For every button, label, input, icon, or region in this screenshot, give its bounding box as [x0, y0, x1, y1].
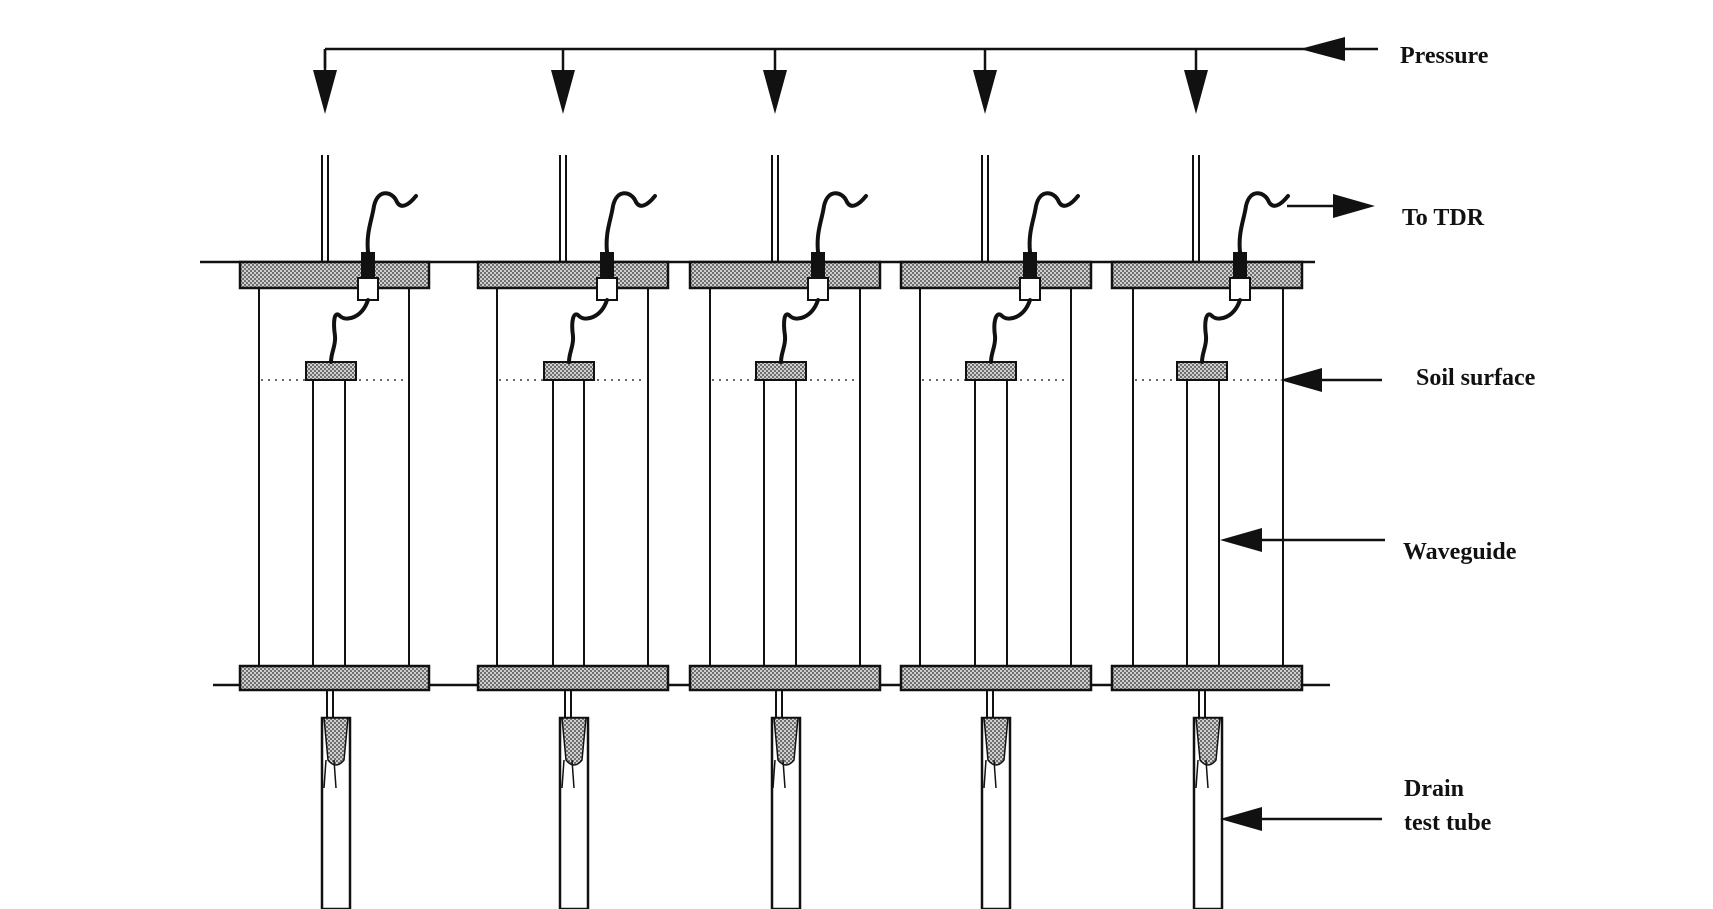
pressure-arrowhead: [973, 70, 997, 114]
pressure-arrowhead: [1184, 70, 1208, 114]
waveguide-head-plate: [965, 361, 1017, 381]
soil-surface-arrowhead: [1280, 368, 1322, 392]
top-cap: [476, 260, 670, 290]
cable-connector: [811, 252, 825, 278]
top-cap: [238, 260, 431, 290]
internal-cable: [989, 298, 1032, 364]
pressure-label: Pressure: [1400, 43, 1489, 69]
waveguide-head-plate: [543, 361, 595, 381]
drip-line: [983, 759, 987, 789]
soil-column-3: [688, 49, 882, 909]
waveguide-label: Waveguide: [1403, 539, 1517, 565]
tdr-cable: [1237, 191, 1290, 254]
cable-gland: [1229, 277, 1251, 301]
pressure-manifold: [323, 47, 1378, 68]
test-tube-stopper: [773, 717, 799, 766]
drip-line: [772, 759, 776, 789]
internal-cable: [1200, 298, 1242, 364]
bottom-cap: [1110, 664, 1304, 692]
top-cap: [688, 260, 882, 290]
label-pointers: [1220, 194, 1385, 831]
test-tube-stopper: [323, 717, 349, 766]
cable-gland: [596, 277, 618, 301]
soil-column-4: [899, 49, 1093, 909]
internal-cable: [329, 298, 370, 364]
cable-gland: [357, 277, 379, 301]
test-tube-stopper: [983, 717, 1009, 766]
test-tube-stopper: [1195, 717, 1221, 766]
drip-line: [1205, 759, 1209, 789]
bottom-cap: [476, 664, 670, 692]
drain-test-tube-label: Drain test tube: [1404, 772, 1491, 840]
drip-line: [571, 759, 575, 789]
waveguide-head-plate: [305, 361, 357, 381]
internal-cable: [567, 298, 609, 364]
soil-column-2: [476, 49, 670, 909]
internal-cable: [779, 298, 820, 364]
waveguide-head-plate: [755, 361, 807, 381]
tdr-cable: [815, 191, 868, 254]
tdr-cable: [1027, 191, 1080, 254]
cable-connector: [1233, 252, 1247, 278]
cable-connector: [1023, 252, 1037, 278]
top-cap: [1110, 260, 1304, 290]
drain-label-line2: test tube: [1404, 810, 1492, 836]
to-tdr-label: To TDR: [1402, 205, 1485, 231]
drip-line: [1195, 759, 1199, 789]
drip-line: [782, 759, 786, 789]
soil-column-5: [1110, 49, 1304, 909]
soil-columns: [238, 49, 1304, 909]
drain-label-line1: Drain: [1404, 776, 1464, 802]
soil-surface-label: Soil surface: [1416, 365, 1536, 391]
cable-gland: [1019, 277, 1041, 301]
waveguide-head-plate: [1176, 361, 1228, 381]
drain-arrowhead: [1220, 807, 1262, 831]
tdr-cable: [604, 191, 657, 254]
cable-gland: [807, 277, 829, 301]
soil-column-1: [238, 49, 431, 909]
pressure-arrowhead: [763, 70, 787, 114]
tdr-cable: [365, 191, 418, 254]
drip-line: [993, 759, 997, 789]
cable-connector: [600, 252, 614, 278]
waveguide-arrowhead: [1220, 528, 1262, 552]
drip-line: [561, 759, 565, 789]
bottom-cap: [899, 664, 1093, 692]
tdr-arrowhead: [1333, 194, 1375, 218]
pressure-arrowhead: [551, 70, 575, 114]
pressure-arrowhead: [313, 70, 337, 114]
cable-connector: [361, 252, 375, 278]
bottom-cap: [688, 664, 882, 692]
top-cap: [899, 260, 1093, 290]
test-tube-stopper: [561, 717, 587, 766]
bottom-cap: [238, 664, 431, 692]
pressure-inlet-arrow: [1300, 37, 1345, 61]
drip-line: [323, 759, 327, 789]
drip-line: [333, 759, 337, 789]
